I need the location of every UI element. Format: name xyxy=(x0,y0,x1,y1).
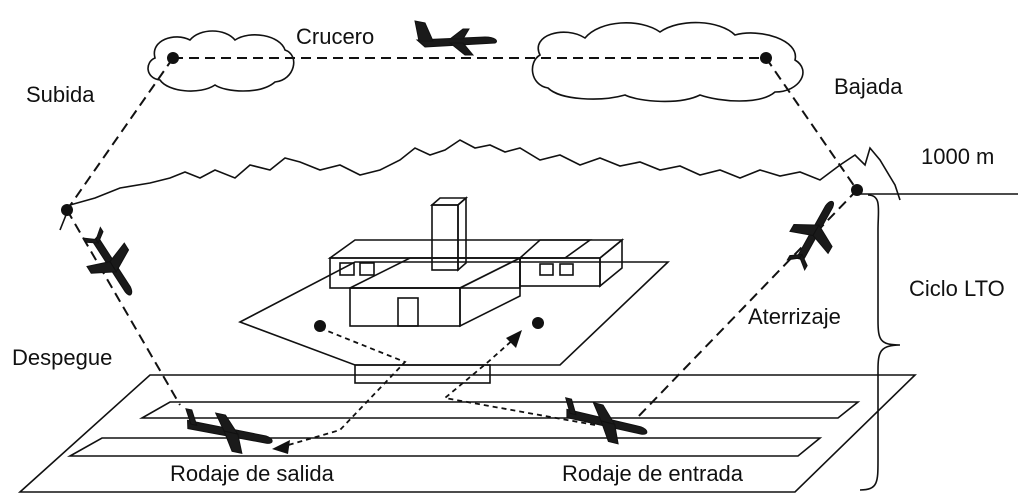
runway-upper xyxy=(138,401,861,419)
taxi-in-arrow xyxy=(506,330,522,348)
control-tower xyxy=(431,204,459,271)
terminal-connector xyxy=(354,364,491,384)
climb-point xyxy=(61,204,73,216)
runway-lower xyxy=(66,437,823,457)
left-cloud xyxy=(147,30,295,92)
main-block-front xyxy=(349,287,461,327)
gate-point-right xyxy=(532,317,544,329)
cruise-airplane-icon xyxy=(414,20,498,56)
taxi-in-path xyxy=(442,337,596,426)
label-aterrizaje: Aterrizaje xyxy=(748,304,841,329)
descent-point xyxy=(851,184,863,196)
taxi-out-arrow xyxy=(272,440,290,454)
main-block-side xyxy=(459,256,521,328)
mountain-ridge xyxy=(59,139,901,231)
label-rodaje-salida: Rodaje de salida xyxy=(168,461,336,486)
descent-path xyxy=(765,57,858,191)
label-subida: Subida xyxy=(26,82,95,107)
taxi-out-path xyxy=(277,327,407,449)
window-1 xyxy=(339,262,355,276)
terminal-wing-left-roof xyxy=(327,239,593,259)
landing-airplane-icon xyxy=(786,200,835,272)
label-rodaje-entrada: Rodaje de entrada xyxy=(560,461,746,486)
window-4 xyxy=(559,263,574,276)
control-tower-side xyxy=(457,196,467,272)
terminal-wing-right-side xyxy=(599,238,623,288)
window-2 xyxy=(359,262,375,276)
control-tower-top xyxy=(429,197,469,206)
taxi-out-airplane-icon xyxy=(185,408,273,454)
right-cloud xyxy=(531,21,804,103)
outer-runway-surface xyxy=(17,374,917,493)
terminal-wing-right-roof xyxy=(517,239,625,259)
taxi-in-airplane-icon xyxy=(564,397,648,445)
gate-point-left xyxy=(314,320,326,332)
label-crucero: Crucero xyxy=(296,24,375,49)
window-3 xyxy=(539,263,554,276)
lto-brace xyxy=(859,194,901,491)
label-bajada: Bajada xyxy=(834,74,903,99)
door xyxy=(397,297,419,327)
takeoff-airplane-icon xyxy=(82,226,133,296)
label-altitude: 1000 m xyxy=(921,144,995,169)
apron xyxy=(238,261,670,366)
cruise-start-point xyxy=(167,52,179,64)
label-ciclo-lto: Ciclo LTO xyxy=(909,276,1005,301)
cruise-end-point xyxy=(760,52,772,64)
label-despegue: Despegue xyxy=(12,345,113,370)
